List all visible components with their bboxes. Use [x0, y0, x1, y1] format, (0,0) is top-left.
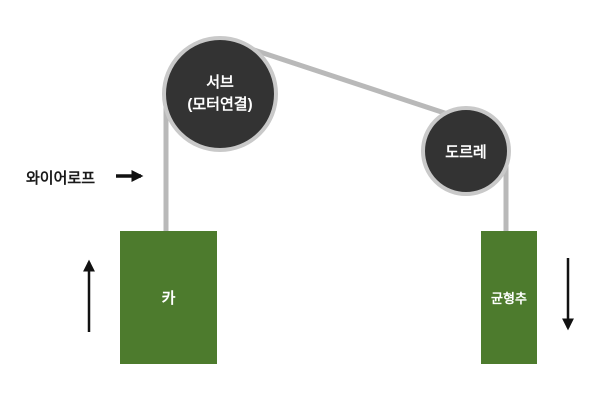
pulley-label: 도르레 [445, 143, 487, 161]
car-block: 카 [120, 231, 217, 364]
counterweight-block: 균형추 [481, 231, 537, 364]
wire-rope-label: 와이어로프 [26, 170, 96, 187]
sheave-label-line2: (모터연결) [187, 96, 253, 113]
pulley-node: 도르레 [421, 106, 511, 196]
car-label: 카 [161, 290, 176, 307]
sheave-label-line1: 서브 [206, 73, 234, 91]
counterweight-label: 균형추 [491, 291, 527, 306]
sheave-node: 서브 (모터연결) [162, 36, 278, 152]
